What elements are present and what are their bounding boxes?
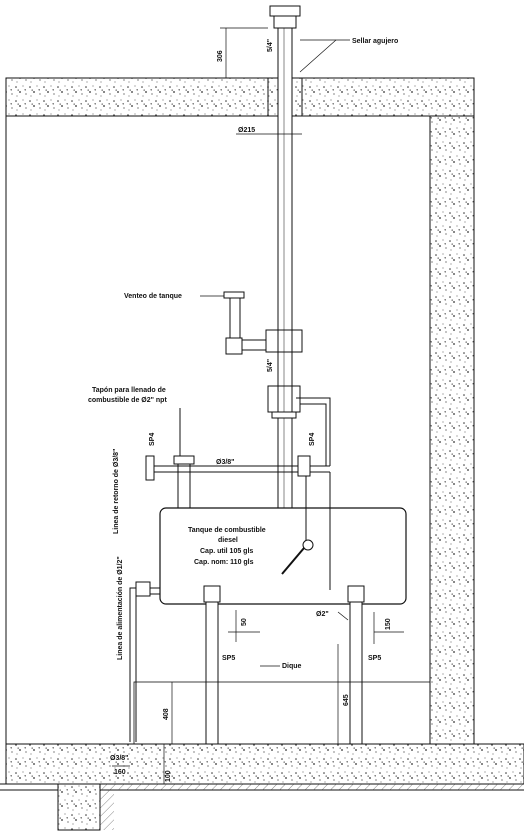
label-tank-4: Cap. nom: 110 gls — [194, 559, 254, 566]
label-alimentacion: Linea de alimentación de Ø1/2" — [117, 556, 124, 660]
label-tapon-2: combustible de Ø2" npt — [88, 397, 167, 404]
sp4-right: SP4 — [309, 433, 316, 446]
label-sellar-agujero: Sellar agujero — [352, 38, 398, 45]
feed-line — [129, 581, 160, 742]
fuel-tank — [159, 507, 407, 605]
label-tapon-1: Tapón para llenado de — [92, 387, 166, 394]
label-tank-3: Cap. util 105 gls — [200, 548, 253, 555]
lower-step — [57, 783, 101, 831]
label-venteo-tanque: Venteo de tanque — [124, 293, 182, 300]
fill-pipe — [173, 408, 195, 509]
label-tank-1: Tanque de combustible — [188, 527, 266, 534]
dim-2: Ø2" — [316, 611, 329, 618]
dim-408: 408 — [163, 708, 170, 720]
dim-54-mid: 5/4" — [267, 359, 274, 372]
return-line — [145, 397, 331, 508]
roof-slab — [5, 77, 475, 117]
dim-100: 100 — [165, 770, 172, 782]
dim-160: 160 — [114, 769, 126, 776]
dim-38b: Ø3/8" — [110, 755, 129, 762]
sp4-left: SP4 — [149, 433, 156, 446]
label-retorno: Linea de retorno de Ø3/8" — [113, 449, 120, 534]
label-dique: Dique — [282, 663, 302, 670]
vent-cap — [223, 291, 266, 355]
vent-pipe — [265, 5, 303, 509]
label-tank-2: diesel — [218, 537, 238, 544]
dim-306: 306 — [217, 50, 224, 62]
sp5-left: SP5 — [222, 655, 235, 662]
floor-slab — [5, 743, 524, 785]
right-wall — [429, 115, 475, 745]
dike — [133, 681, 431, 745]
sp5-right: SP5 — [368, 655, 381, 662]
dim-150: 150 — [385, 618, 392, 630]
dim-38: Ø3/8" — [216, 459, 235, 466]
dim-645: 645 — [343, 694, 350, 706]
dim-50: 50 — [241, 618, 248, 626]
dim-215: Ø215 — [238, 127, 255, 134]
dim-54-top: 5/4" — [267, 39, 274, 52]
tank-legs — [203, 585, 365, 745]
